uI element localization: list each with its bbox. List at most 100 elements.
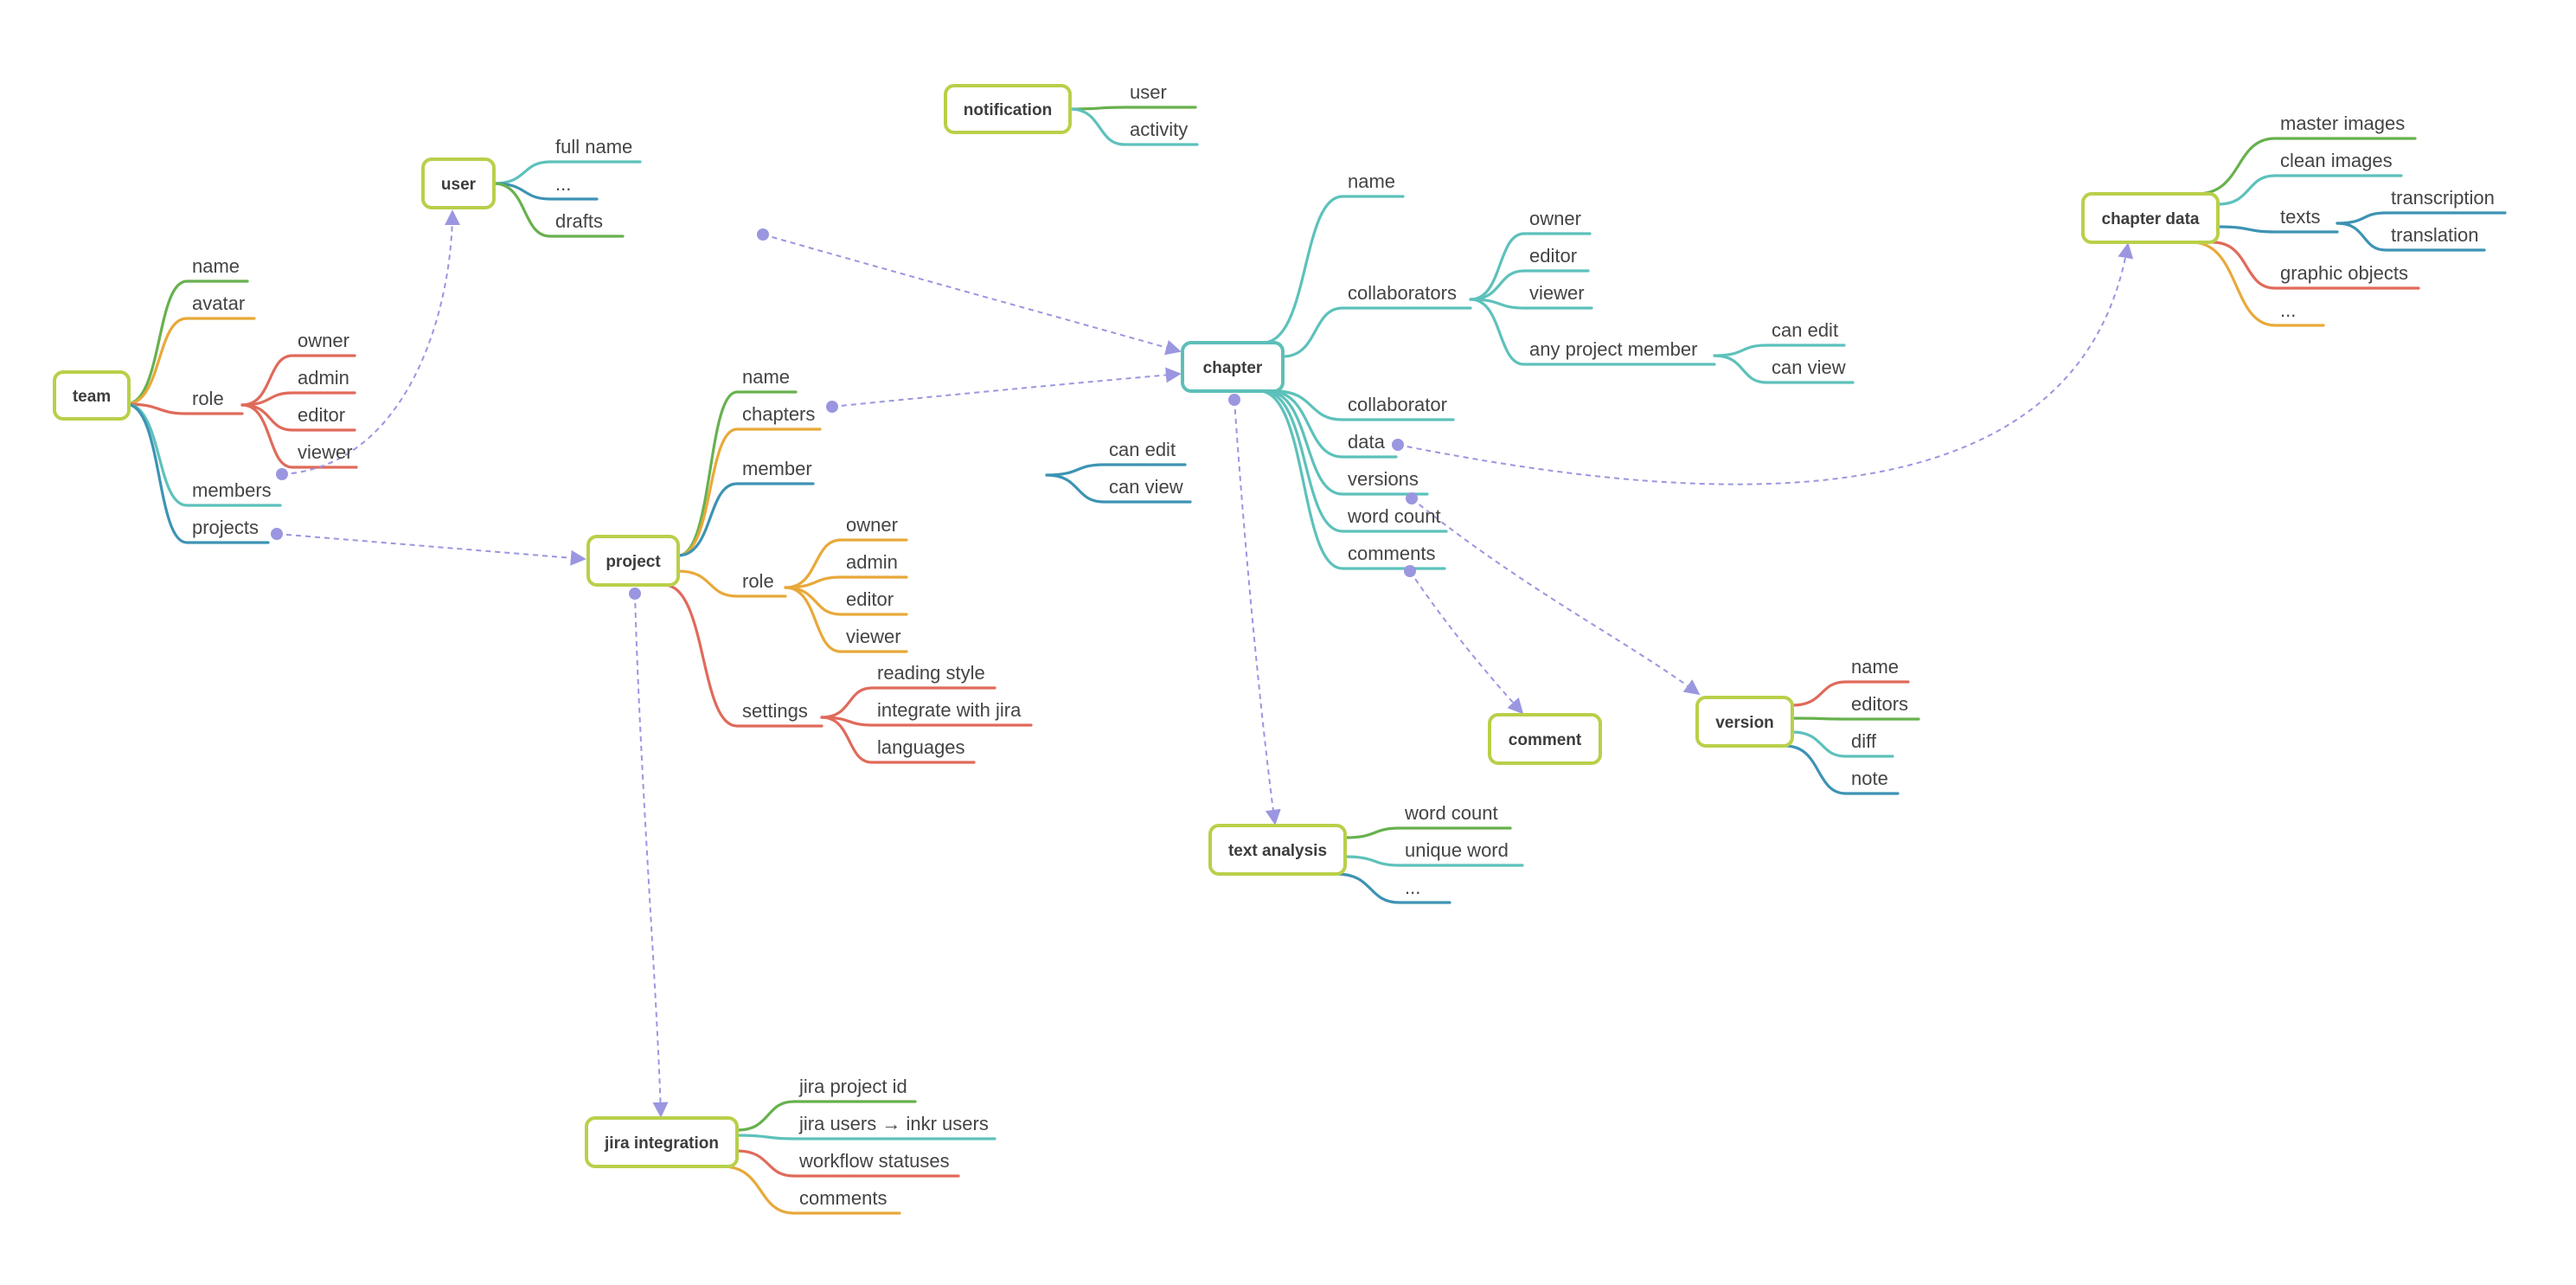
version-branch-note[interactable]: note	[1851, 768, 1888, 789]
chapter-branch-comments[interactable]: comments	[1348, 543, 1435, 564]
chapter-collab-any-project-member[interactable]: any project member	[1529, 338, 1697, 360]
version-branch-diff[interactable]: diff	[1851, 730, 1877, 752]
project-member-can-edit[interactable]: can edit	[1109, 439, 1176, 460]
jira-branch-comments[interactable]: comments	[799, 1187, 887, 1209]
relation-team-viewer-to-user[interactable]	[281, 209, 460, 475]
chapter-branch-name[interactable]: name	[1348, 170, 1395, 192]
text-analysis-unique-word[interactable]: unique word	[1405, 839, 1509, 861]
team-role-editor[interactable]: editor	[298, 404, 345, 426]
topic-comment[interactable]: comment	[1488, 713, 1602, 765]
team-branch-members[interactable]: members	[192, 479, 272, 501]
chapter-collab-viewer[interactable]: viewer	[1529, 282, 1585, 304]
topic-box	[586, 535, 680, 587]
chapter-data-clean-images[interactable]: clean images	[2280, 150, 2393, 171]
relationship-lines	[271, 209, 2134, 1118]
project-role-editor[interactable]: editor	[846, 588, 894, 610]
relation-project-chapters-to-chapter[interactable]	[831, 367, 1182, 408]
relation-user-chapters-to-chapter-handle[interactable]	[757, 228, 769, 241]
text-analysis-word-count[interactable]: word count	[1404, 802, 1498, 824]
relation-user-chapters-to-chapter[interactable]	[762, 234, 1182, 356]
project-branch-member[interactable]: member	[742, 458, 812, 479]
chapter-branch-collaborators[interactable]: collaborators	[1348, 282, 1457, 304]
topic-box	[1695, 696, 1794, 748]
relation-project-to-jira-integration[interactable]	[634, 593, 669, 1118]
version-branch-name[interactable]: name	[1851, 656, 1899, 678]
project-member-can-view[interactable]: can view	[1109, 476, 1183, 498]
team-branch-role[interactable]: role	[192, 388, 224, 409]
jira-branch-project-id[interactable]: jira project id	[798, 1076, 907, 1097]
relation-chapter-to-text-analysis-handle[interactable]	[1228, 394, 1240, 406]
team-role-viewer[interactable]: viewer	[298, 441, 353, 463]
topic-text-analysis[interactable]: text analysis	[1208, 824, 1347, 876]
chapter-data-master-images[interactable]: master images	[2280, 112, 2405, 134]
relation-chapter-data-to-chapter-data[interactable]	[1397, 242, 2134, 485]
user-branch-drafts-line	[492, 182, 625, 238]
chapter-branch-word-count-line	[1261, 389, 1448, 533]
relation-comments-to-comment-handle[interactable]	[1404, 565, 1416, 577]
project-branch-role-line	[676, 569, 787, 598]
project-settings-integrate-jira[interactable]: integrate with jira	[877, 699, 1022, 721]
relation-comments-to-comment[interactable]	[1409, 570, 1524, 715]
team-branch-projects[interactable]: projects	[192, 517, 259, 538]
relation-team-viewer-to-user-handle[interactable]	[276, 468, 288, 480]
project-role-owner[interactable]: owner	[846, 514, 898, 536]
relation-team-projects-to-project[interactable]	[276, 533, 586, 566]
relation-project-to-jira-integration-handle[interactable]	[629, 588, 641, 600]
team-role-owner[interactable]: owner	[298, 330, 349, 351]
relation-project-chapters-to-chapter-handle[interactable]	[826, 401, 838, 413]
user-branch-more[interactable]: ...	[555, 173, 571, 195]
chapter-branch-data[interactable]: data	[1348, 431, 1386, 453]
team-role-admin[interactable]: admin	[298, 367, 349, 389]
chapter-data-transcription[interactable]: transcription	[2391, 187, 2495, 209]
project-branch-chapters-line	[676, 427, 822, 557]
chapter-data-more[interactable]: ...	[2280, 299, 2296, 321]
project-settings-languages[interactable]: languages	[877, 736, 965, 758]
notification-branch-user[interactable]: user	[1130, 81, 1167, 103]
topic-box	[2081, 192, 2220, 244]
topic-team[interactable]: team	[53, 370, 131, 421]
relation-versions-to-version-handle[interactable]	[1406, 492, 1418, 504]
chapter-collab-owner[interactable]: owner	[1529, 208, 1581, 229]
project-branch-name[interactable]: name	[742, 366, 790, 388]
topic-notification[interactable]: notification	[944, 84, 1072, 134]
chapter-branch-collaborator[interactable]: collaborator	[1348, 394, 1447, 415]
topic-chapter-data[interactable]: chapter data	[2081, 192, 2220, 244]
project-branch-role[interactable]: role	[742, 570, 774, 592]
project-branch-chapters[interactable]: chapters	[742, 403, 815, 425]
team-branch-name[interactable]: name	[192, 255, 240, 277]
relation-chapter-data-to-chapter-data-handle[interactable]	[1392, 439, 1404, 451]
jira-branch-users[interactable]: jira users → inkr users	[798, 1113, 989, 1134]
chapter-data-translation[interactable]: translation	[2391, 224, 2479, 246]
chapter-branch-versions[interactable]: versions	[1348, 468, 1419, 490]
project-role-admin[interactable]: admin	[846, 551, 898, 573]
relation-versions-to-version[interactable]	[1411, 498, 1701, 696]
chapter-data-texts[interactable]: texts	[2280, 206, 2320, 228]
topic-chapter[interactable]: chapter	[1181, 341, 1285, 393]
chapter-branch-collaborators-line	[1281, 306, 1472, 358]
user-branch-drafts[interactable]: drafts	[555, 210, 603, 232]
topic-project[interactable]: project	[586, 535, 680, 587]
text-analysis-more[interactable]: ...	[1405, 877, 1420, 898]
topic-title: jira integration	[604, 1134, 719, 1153]
topic-user[interactable]: user	[421, 157, 496, 209]
relation-team-projects-to-project-handle[interactable]	[271, 528, 283, 540]
notification-branch-activity[interactable]: activity	[1130, 119, 1188, 140]
team-role-viewer-line	[240, 403, 358, 469]
topic-jira-integration[interactable]: jira integration	[585, 1116, 739, 1168]
version-branch-editors[interactable]: editors	[1851, 693, 1908, 715]
project-branch-settings-line	[663, 583, 823, 728]
text-analysis-unique-word-line	[1343, 855, 1524, 867]
chapter-collab-editor[interactable]: editor	[1529, 245, 1577, 267]
team-branch-avatar[interactable]: avatar	[192, 292, 245, 314]
user-branch-full-name[interactable]: full name	[555, 136, 632, 157]
project-role-viewer[interactable]: viewer	[846, 626, 901, 647]
chapter-branch-word-count[interactable]: word count	[1347, 505, 1441, 527]
chapter-collab-can-edit[interactable]: can edit	[1772, 319, 1838, 341]
project-branch-settings[interactable]: settings	[742, 700, 808, 722]
chapter-collab-can-view[interactable]: can view	[1772, 357, 1846, 378]
jira-branch-workflow-statuses[interactable]: workflow statuses	[798, 1150, 950, 1172]
topic-version[interactable]: version	[1695, 696, 1794, 748]
project-settings-reading-style[interactable]: reading style	[877, 662, 985, 684]
chapter-data-graphic-objects[interactable]: graphic objects	[2280, 262, 2408, 284]
relation-chapter-to-text-analysis[interactable]	[1234, 399, 1281, 826]
